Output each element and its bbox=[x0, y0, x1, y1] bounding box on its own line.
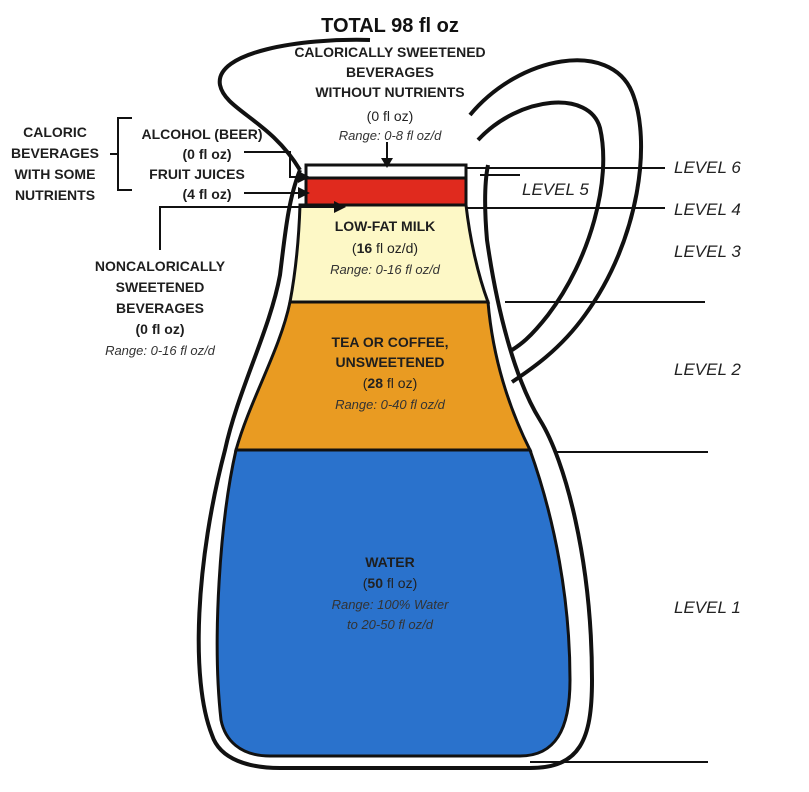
juice-layer bbox=[304, 176, 468, 207]
milk-amount: (16 fl oz/d) bbox=[351, 240, 419, 256]
tea-amount: (28 fl oz) bbox=[362, 375, 418, 391]
tea-layer bbox=[234, 300, 533, 452]
noncaloric-amount: (0 fl oz) bbox=[135, 321, 185, 337]
caloric-group-label: CALORIC BEVERAGES WITH SOME NUTRIENTS bbox=[0, 122, 110, 206]
water-range-1: Range: 100% Water bbox=[331, 597, 449, 612]
caloric-bracket bbox=[110, 117, 132, 191]
juice-name: FRUIT JUICES bbox=[149, 166, 245, 182]
tea-range: Range: 0-40 fl oz/d bbox=[335, 397, 445, 412]
arrow-alcohol bbox=[298, 171, 310, 183]
noncaloric-line-3: BEVERAGES bbox=[116, 300, 204, 316]
noncaloric-range: Range: 0-16 fl oz/d bbox=[105, 343, 215, 358]
sweetened-line-3: WITHOUT NUTRIENTS bbox=[315, 84, 465, 100]
pitcher-rim bbox=[304, 163, 468, 180]
caloric-line-3: WITH SOME bbox=[14, 166, 96, 182]
alcohol-amount: (0 fl oz) bbox=[182, 146, 232, 162]
tea-label: TEA OR COFFEE, UNSWEETENED bbox=[300, 332, 480, 372]
tea-amount-value: 28 bbox=[367, 375, 383, 391]
juice-amount: (4 fl oz) bbox=[182, 186, 232, 202]
milk-layer bbox=[288, 203, 491, 304]
milk-name: LOW-FAT MILK bbox=[334, 218, 436, 234]
pitcher-body-outline bbox=[196, 164, 595, 770]
arrow-juice bbox=[298, 187, 310, 199]
pitcher-handle-inner bbox=[476, 100, 606, 352]
level-2-label: LEVEL 2 bbox=[674, 360, 741, 379]
caloric-line-2: BEVERAGES bbox=[11, 145, 99, 161]
level-5-label: LEVEL 5 bbox=[522, 180, 589, 199]
sweetened-label: CALORICALLY SWEETENED BEVERAGES WITHOUT … bbox=[270, 42, 510, 102]
pitcher-handle-outer bbox=[468, 58, 644, 384]
level-4-label: LEVEL 4 bbox=[674, 200, 741, 219]
noncaloric-line-2: SWEETENED bbox=[115, 279, 205, 295]
water-amount-value: 50 bbox=[367, 575, 383, 591]
milk-range: Range: 0-16 fl oz/d bbox=[330, 262, 440, 277]
caloric-line-4: NUTRIENTS bbox=[14, 187, 96, 203]
noncaloric-label: NONCALORICALLY SWEETENED BEVERAGES (0 fl… bbox=[80, 256, 240, 340]
sweetened-amount: (0 fl oz) bbox=[366, 108, 414, 124]
total-label: TOTAL 98 fl oz bbox=[321, 15, 459, 37]
arrow-sweetened bbox=[381, 158, 393, 168]
pitcher-spout bbox=[217, 37, 371, 172]
water-amount: (50 fl oz) bbox=[362, 575, 418, 591]
milk-amount-value: 16 bbox=[356, 240, 373, 256]
arrow-noncaloric bbox=[334, 201, 346, 213]
sweetened-range: Range: 0-8 fl oz/d bbox=[338, 128, 442, 143]
water-name: WATER bbox=[365, 554, 415, 570]
level-6-label: LEVEL 6 bbox=[674, 158, 741, 177]
water-range-2: to 20-50 fl oz/d bbox=[347, 617, 433, 632]
level-3-label: LEVEL 3 bbox=[674, 242, 741, 261]
level-1-label: LEVEL 1 bbox=[674, 598, 741, 617]
tea-line-1: TEA OR COFFEE, bbox=[331, 334, 449, 350]
noncaloric-line-1: NONCALORICALLY bbox=[94, 258, 226, 274]
alcohol-name: ALCOHOL (BEER) bbox=[141, 126, 263, 142]
caloric-line-1: CALORIC bbox=[23, 124, 87, 140]
tea-line-2: UNSWEETENED bbox=[335, 354, 445, 370]
water-layer bbox=[215, 448, 572, 758]
sweetened-line-2: BEVERAGES bbox=[346, 64, 434, 80]
sweetened-line-1: CALORICALLY SWEETENED bbox=[294, 44, 486, 60]
